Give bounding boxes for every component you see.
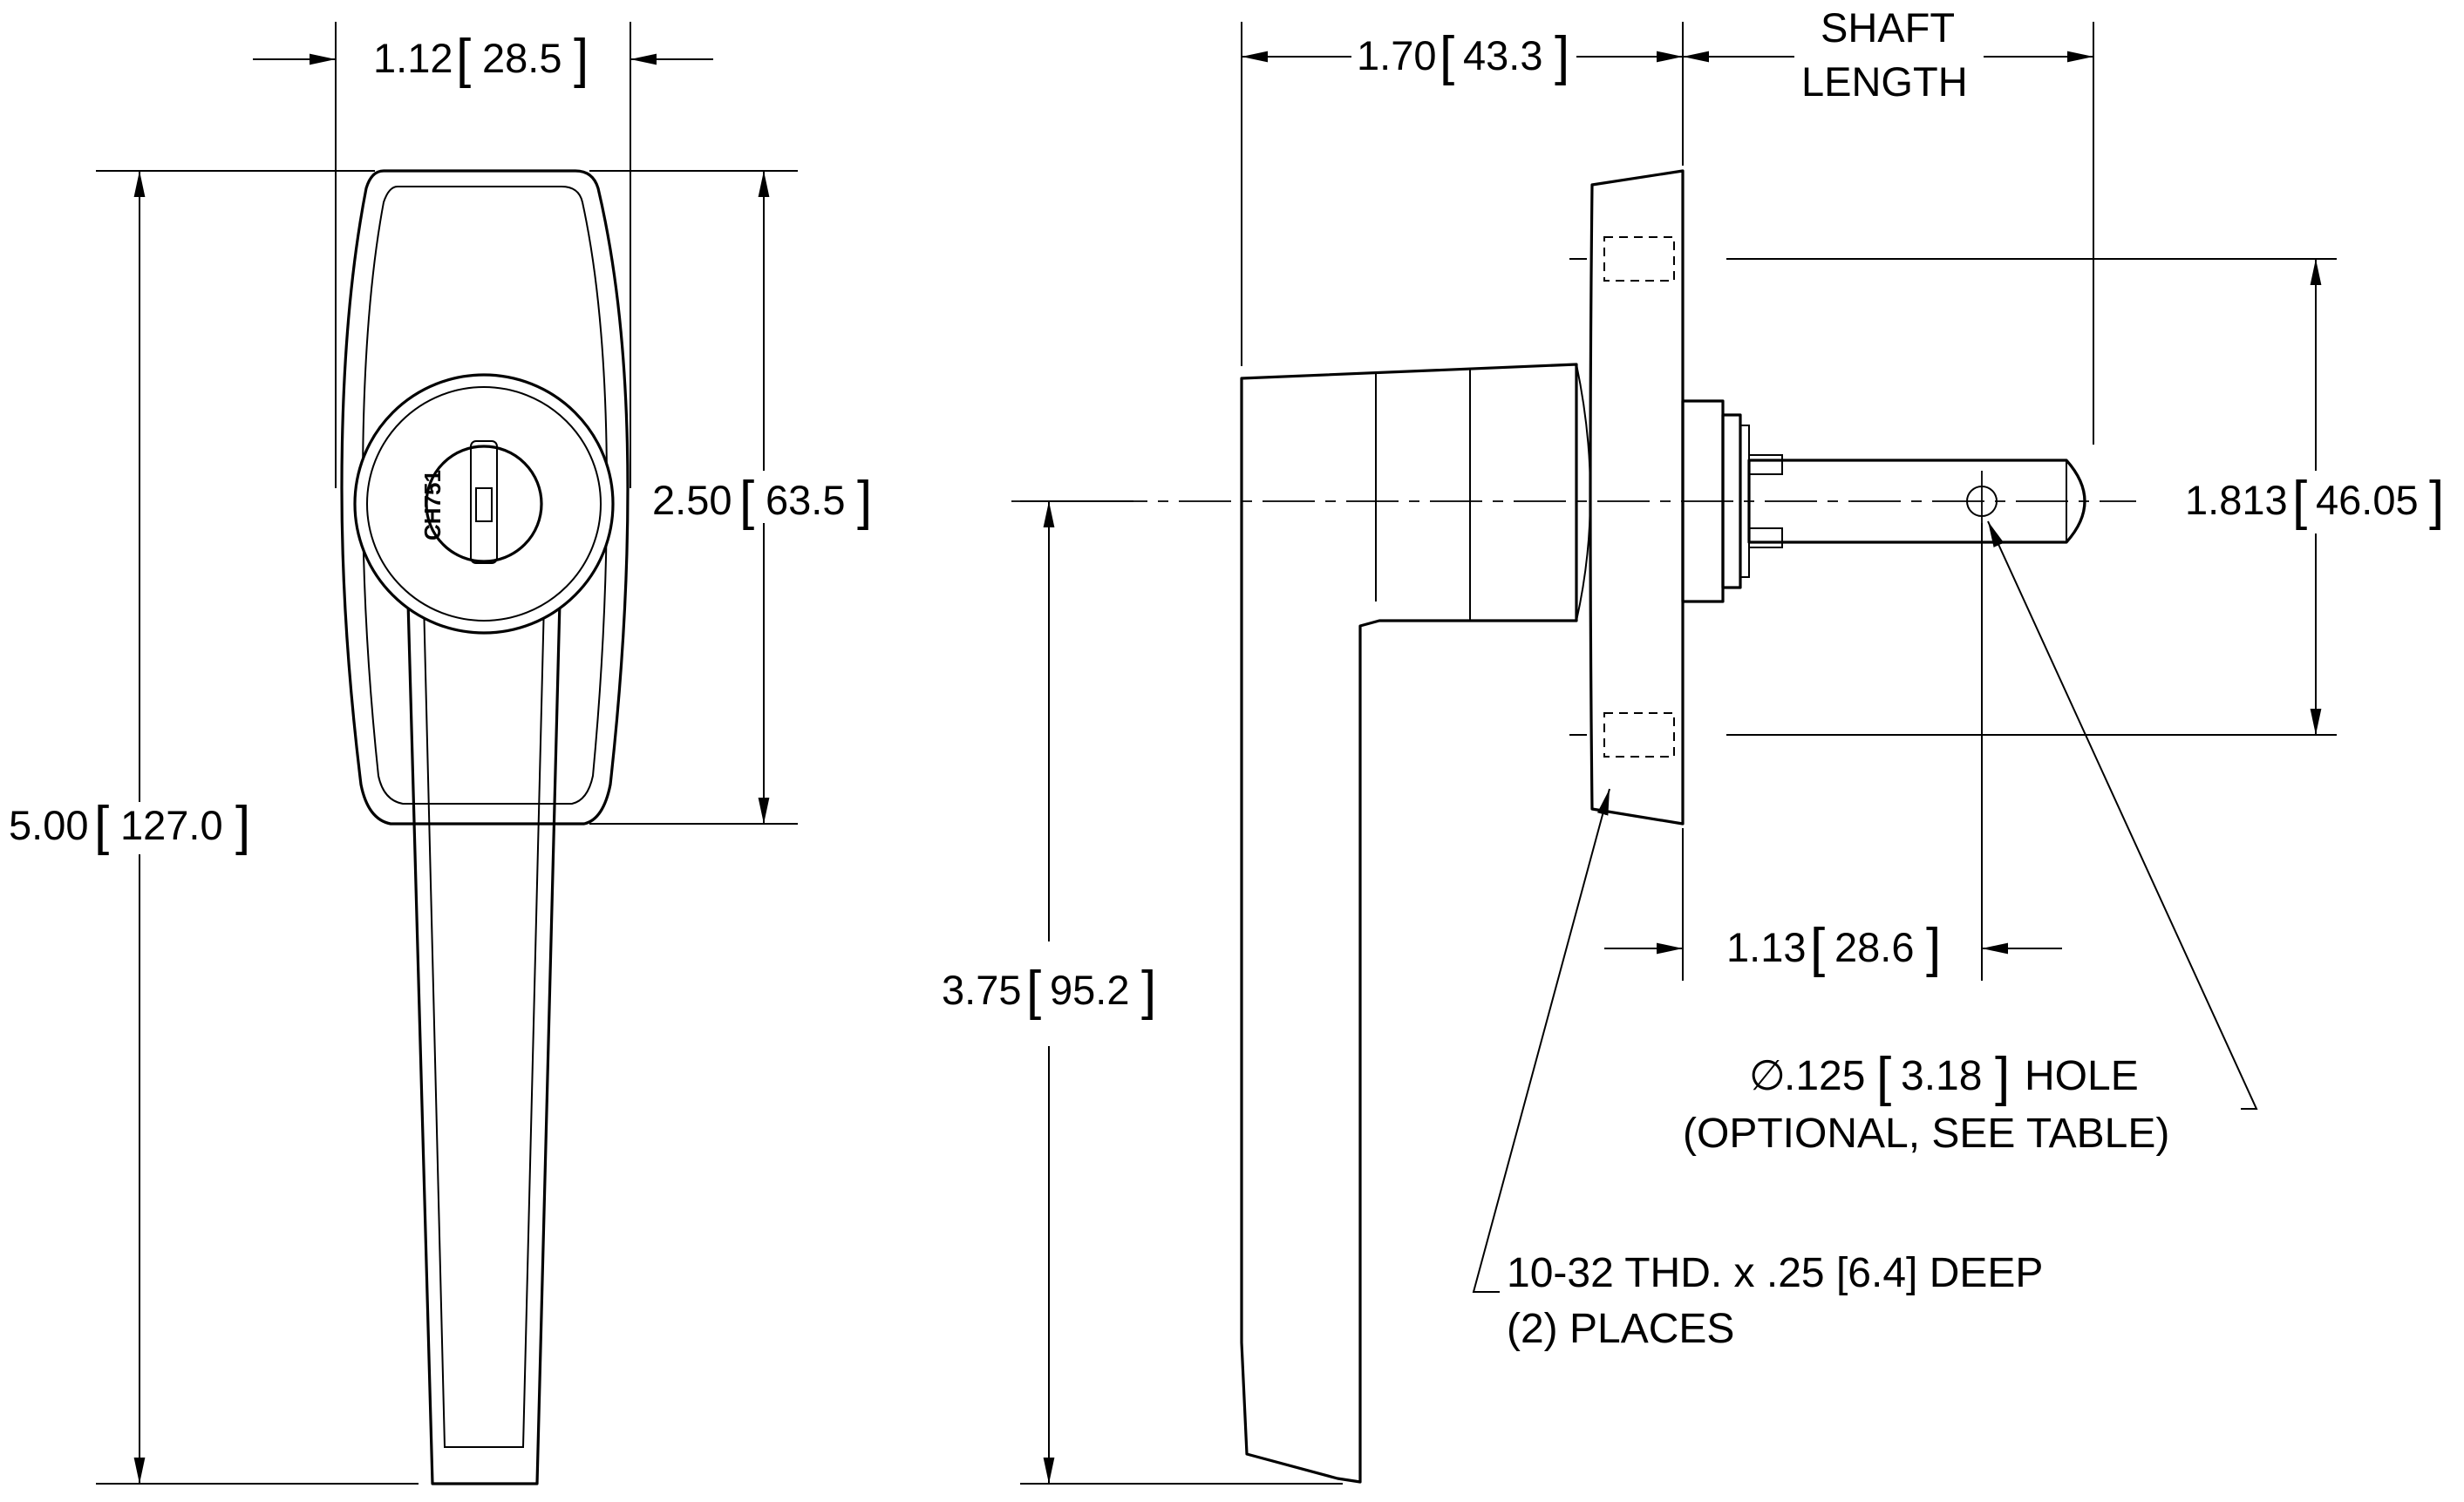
front-body-bevel (361, 186, 609, 805)
front-body-outline (340, 169, 630, 826)
svg-text:1.813: 1.813 (2185, 477, 2288, 523)
svg-text:∅: ∅ (1749, 1053, 1786, 1099)
svg-text:[: [ (94, 796, 109, 856)
svg-text:]: ] (2429, 471, 2444, 531)
shaft-length-label: LENGTH (1801, 58, 1968, 105)
svg-text:43.3: 43.3 (1463, 32, 1542, 78)
svg-text:[: [ (1026, 961, 1041, 1021)
shaft-length-label: SHAFT (1821, 4, 1955, 51)
svg-text:]: ] (235, 796, 250, 856)
svg-text:95.2: 95.2 (1050, 967, 1129, 1013)
svg-text:[: [ (1810, 918, 1825, 978)
keyway (470, 440, 498, 564)
svg-text:3.75: 3.75 (942, 967, 1021, 1013)
dim-mount-spacing: 1.813 [ 46.05 ] (2185, 471, 2444, 531)
svg-text:1.12: 1.12 (373, 35, 453, 81)
key-code-stamp: CH751 (419, 470, 446, 540)
side-view: 1.70 [ 43.3 ] SHAFT LENGTH 1.813 [ 46.05… (942, 4, 2444, 1485)
svg-text:28.5: 28.5 (482, 35, 562, 81)
dim-hole-offset: 1.13 [ 28.6 ] (1726, 918, 1941, 978)
side-bezel-face (1576, 364, 1591, 622)
thread-note-line2: (2) PLACES (1507, 1306, 1734, 1352)
svg-text:]: ] (1555, 26, 1569, 86)
lock-cylinder (425, 445, 543, 563)
svg-text:2.50: 2.50 (652, 477, 732, 523)
hole-note: ∅ .125 [ 3.18 ] HOLE (1749, 1047, 2139, 1107)
dim-lock-height: 2.50 [ 63.5 ] (652, 471, 872, 531)
front-lever-outline (406, 600, 562, 1485)
dim-handle-drop: 3.75 [ 95.2 ] (942, 961, 1156, 1021)
svg-text:]: ] (574, 29, 589, 89)
svg-text:.125: .125 (1784, 1053, 1865, 1099)
svg-text:127.0: 127.0 (120, 802, 223, 848)
svg-text:28.6: 28.6 (1834, 924, 1914, 970)
hole-note-line2: (OPTIONAL, SEE TABLE) (1683, 1111, 2169, 1157)
cam-pin (1748, 454, 1783, 475)
svg-text:1.70: 1.70 (1357, 32, 1436, 78)
svg-text:HOLE: HOLE (2025, 1053, 2139, 1099)
front-lever-inner (422, 601, 546, 1448)
dim-handle-projection: 1.70 [ 43.3 ] (1357, 26, 1569, 86)
front-view: CH751 1.12 [ 28.5 ] 5.00 [ 127.0 ] 2. (9, 22, 872, 1485)
svg-text:3.18: 3.18 (1901, 1053, 1982, 1099)
svg-text:5.00: 5.00 (9, 802, 88, 848)
thread-hole-upper (1603, 236, 1675, 282)
svg-text:46.05: 46.05 (2316, 477, 2419, 523)
svg-text:[: [ (739, 471, 754, 531)
lock-bezel-ring (366, 386, 602, 622)
cam-pin (1748, 527, 1783, 548)
thread-hole-lower (1603, 712, 1675, 758)
side-bezel-outline (1589, 169, 1685, 826)
svg-text:]: ] (1926, 918, 1941, 978)
svg-text:]: ] (1141, 961, 1156, 1021)
hole-leader (1987, 520, 2258, 1110)
dim-handle-width: 1.12 [ 28.5 ] (373, 29, 589, 89)
svg-text:[: [ (1440, 26, 1454, 86)
keyway-slot (475, 487, 493, 522)
lock-bezel (353, 373, 615, 635)
dim-overall-height: 5.00 [ 127.0 ] (9, 796, 250, 856)
thread-leader (1472, 788, 1610, 1293)
svg-text:[: [ (456, 29, 471, 89)
svg-text:1.13: 1.13 (1726, 924, 1806, 970)
svg-text:]: ] (857, 471, 872, 531)
svg-text:[: [ (2292, 471, 2307, 531)
svg-text:[: [ (1876, 1047, 1891, 1107)
thread-note-line1: 10-32 THD. x .25 [6.4] DEEP (1507, 1250, 2043, 1296)
svg-text:63.5: 63.5 (766, 477, 845, 523)
svg-text:]: ] (1995, 1047, 2010, 1107)
